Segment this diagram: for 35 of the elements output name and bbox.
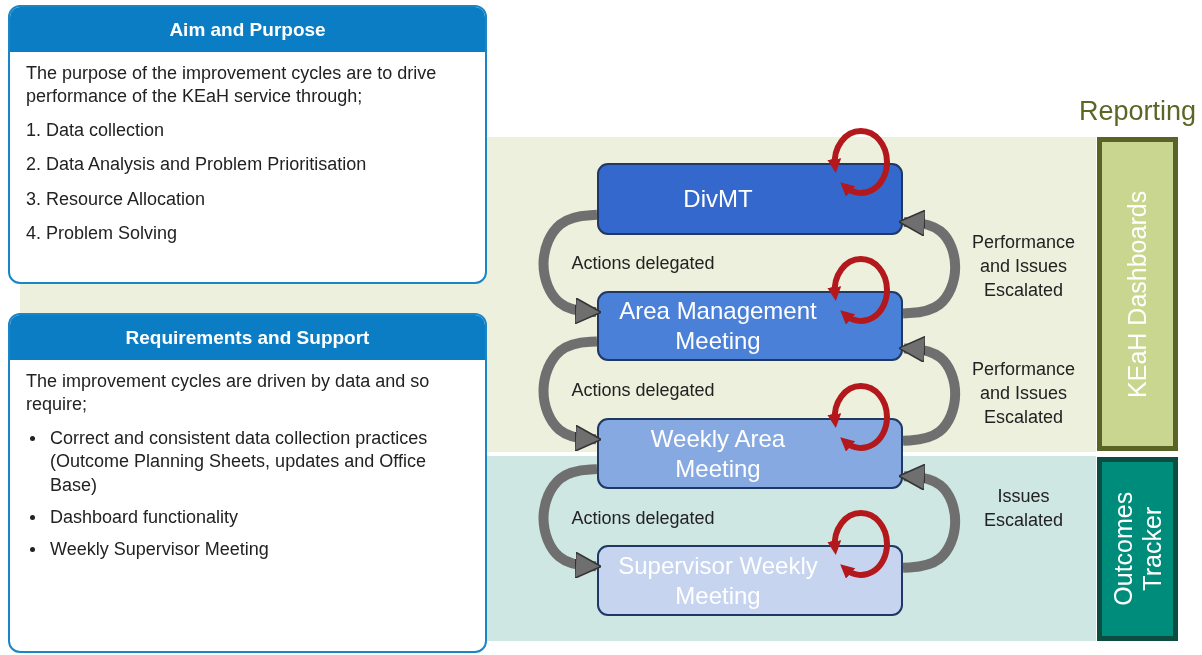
meeting-box — [597, 291, 903, 361]
list-item: 1. Data collection — [25, 118, 166, 142]
list-item: Weekly Supervisor Meeting — [50, 538, 269, 562]
meeting-box — [597, 418, 903, 489]
tool-name: KEaH Dashboards — [1123, 190, 1152, 398]
list-item: 2. Data Analysis and Problem Prioritisation — [25, 153, 368, 177]
meeting-name: Supervisor Weekly Meeting — [617, 550, 819, 611]
panel-heading: Aim and Purpose — [10, 7, 485, 52]
panel-intro: The improvement cycles are driven by data and so require; — [25, 370, 431, 417]
cycle-arrow — [827, 256, 890, 325]
list-item: Correct and consistent data collection practices (Outcome Planning Sheets, updates and Office Base) — [50, 426, 429, 497]
reporting-tool-box — [1097, 137, 1178, 451]
curved-arrow — [898, 463, 961, 573]
meeting-name: Weekly Area Meeting — [649, 423, 787, 484]
cycle-arrow — [827, 128, 890, 197]
cycle-arrow — [827, 383, 890, 452]
list-item: 4. Problem Solving — [25, 221, 179, 245]
curved-arrow — [898, 209, 961, 319]
reporting-tool-box — [1097, 457, 1178, 641]
info-panel — [8, 5, 487, 284]
list-item: Dashboard functionality — [50, 505, 239, 529]
section-label: Reporting — [1078, 96, 1196, 127]
panel-intro: The purpose of the improvement cycles are to drive performance of the KEaH service through; — [25, 62, 438, 109]
info-panel — [8, 313, 487, 653]
meeting-box — [597, 163, 903, 235]
meeting-name: Area Management Meeting — [618, 296, 818, 356]
meeting-name: DivMT — [683, 184, 753, 214]
panel-heading: Requirements and Support — [10, 315, 485, 360]
cycle-arrow — [827, 510, 890, 579]
curved-arrow — [898, 335, 961, 446]
curved-arrow — [538, 209, 602, 325]
list-item: 3. Resource Allocation — [25, 187, 207, 211]
tool-name: Outcomes Tracker — [1108, 492, 1167, 606]
meeting-box — [597, 545, 903, 616]
curved-arrow — [538, 336, 602, 453]
